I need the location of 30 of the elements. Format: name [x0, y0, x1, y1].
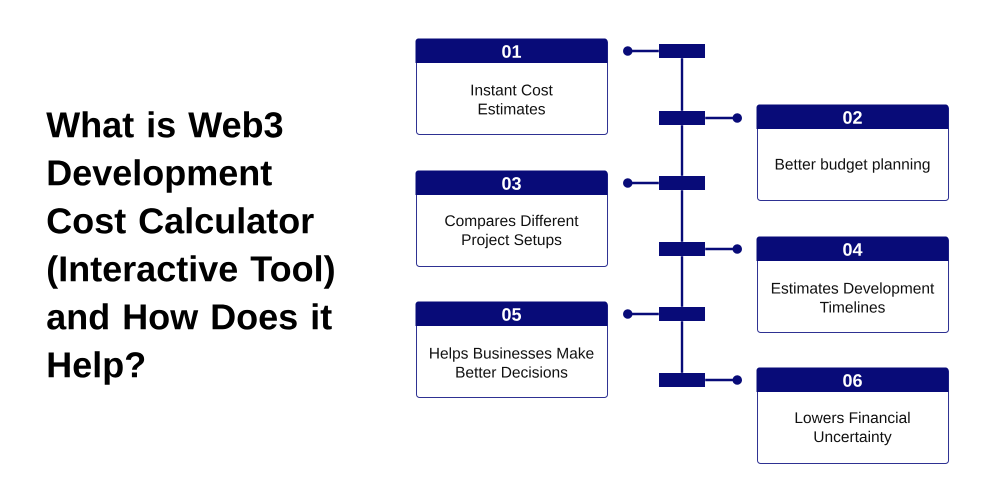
number-header: 03: [416, 170, 608, 195]
number-header: 06: [756, 368, 949, 392]
card-text: Lowers Financial Uncertainty: [796, 412, 910, 446]
connector: [623, 46, 659, 56]
timeline-line: [680, 256, 684, 307]
card-text: Instant Cost Estimates: [472, 84, 553, 114]
number-header: 05: [416, 302, 608, 326]
card-text: Helps Businesses Make Better Decisions: [430, 347, 594, 378]
connector: [705, 244, 742, 254]
connector: [705, 113, 742, 123]
number-header: 02: [756, 104, 949, 129]
timeline-tab: [659, 307, 705, 321]
card-text: Estimates Development Timelines: [772, 282, 934, 313]
timeline-tab: [659, 111, 705, 125]
connector: [623, 309, 659, 319]
connector: [705, 375, 742, 385]
timeline-tab: [659, 44, 705, 58]
card-text: Compares Different Project Setups: [445, 214, 578, 248]
timeline-line: [680, 321, 684, 373]
timeline-line: [680, 190, 684, 242]
timeline-tab: [659, 176, 705, 190]
timeline-line: [680, 58, 684, 111]
number-header: 01: [416, 38, 608, 63]
card-text: Better budget planning: [776, 158, 930, 173]
timeline-tab: [659, 242, 705, 256]
timeline-tab: [659, 373, 705, 387]
connector: [623, 178, 659, 188]
title: What is Web3 Development Cost Calculator (Interactive Tool) and How Does it Help?: [46, 111, 334, 385]
number-header: 04: [756, 236, 949, 261]
timeline-line: [680, 125, 684, 176]
